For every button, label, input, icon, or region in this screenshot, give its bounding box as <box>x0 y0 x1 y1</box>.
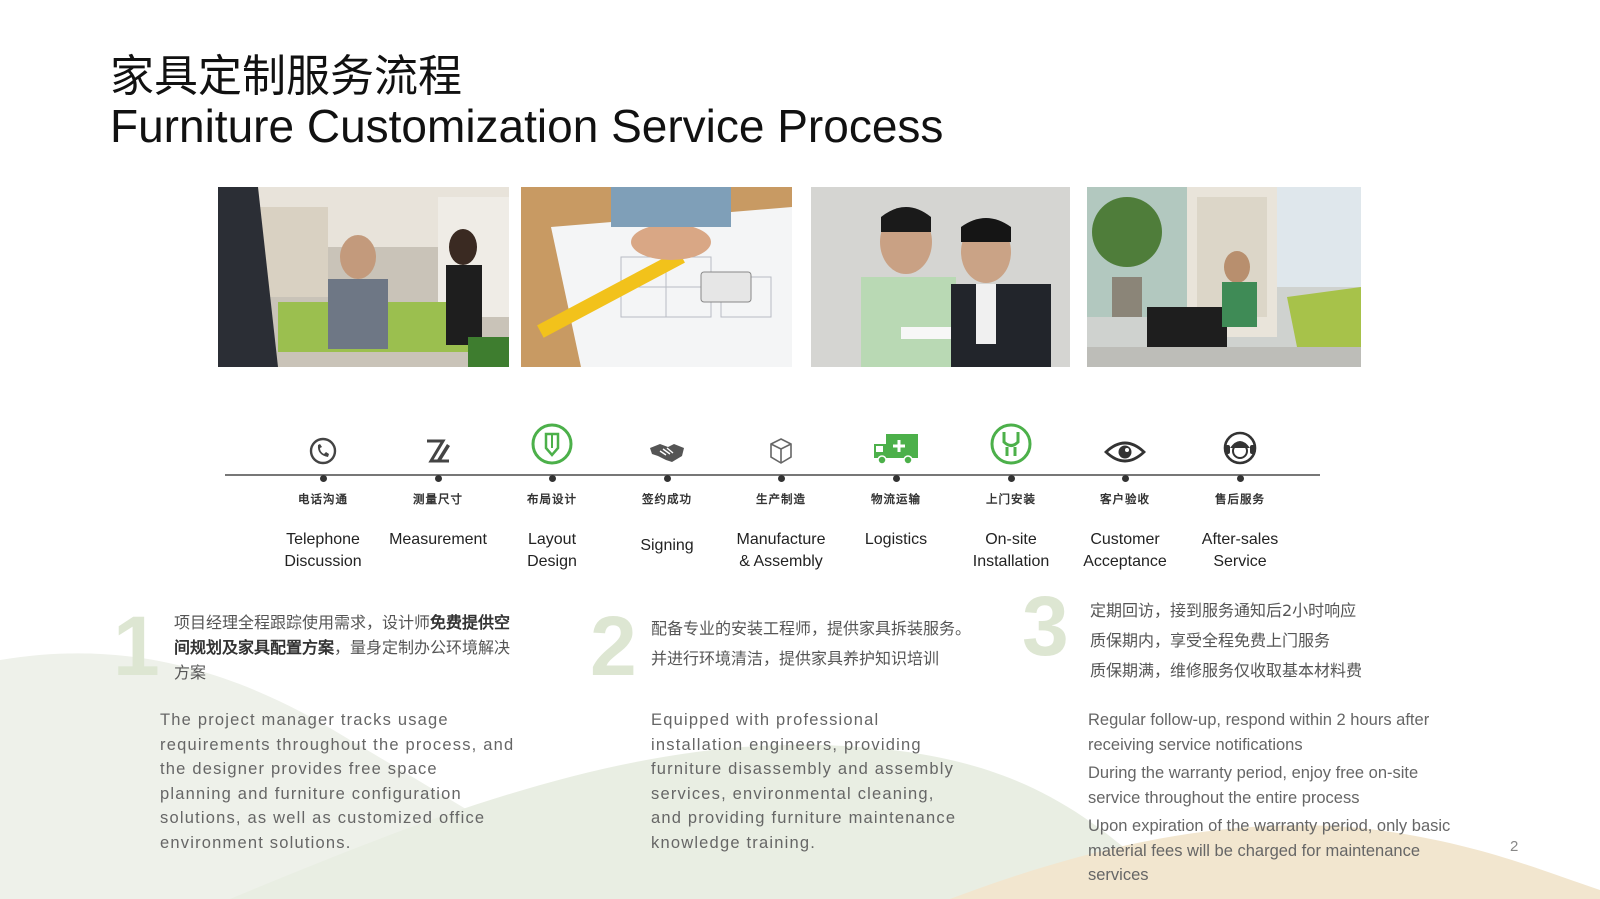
installation-photo <box>1087 187 1361 367</box>
section-1-en: The project manager tracks usage require… <box>160 711 515 852</box>
section-2-cn: 配备专业的安装工程师，提供家具拆装服务。 并进行环境清洁，提供家具养护知识培训 <box>651 616 991 676</box>
engineers-photo <box>811 187 1070 367</box>
section-2-cn-line: 并进行环境清洁，提供家具养护知识培训 <box>651 649 940 668</box>
step-after-sales: 售后服务 After-sales Service <box>1180 418 1300 573</box>
timeline-dot <box>663 475 671 482</box>
step-label-en: Customer Acceptance <box>1083 531 1167 570</box>
step-label-en: After-sales Service <box>1201 531 1279 570</box>
step-label-cn: 布局设计 <box>527 492 577 506</box>
step-manufacture: 生产制造 Manufacture & Assembly <box>721 418 841 573</box>
step-label-en: Signing <box>640 537 694 554</box>
step-label-cn: 签约成功 <box>642 492 692 506</box>
section-3-en: Regular follow-up, respond within 2 hour… <box>1088 708 1468 892</box>
section-1-cn-text-b: ，量身定制办公环境解决方案 <box>174 638 511 682</box>
timeline-dot <box>1007 475 1015 482</box>
section-3-cn-line: 质保期内，享受全程免费上门服务 <box>1090 631 1331 650</box>
step-signing: 签约成功 Signing <box>607 418 727 557</box>
title-en: Furniture Customization Service Process <box>110 100 944 153</box>
page-number: 2 <box>1510 838 1519 855</box>
handshake-icon <box>650 444 684 462</box>
step-acceptance: 客户验收 Customer Acceptance <box>1065 418 1185 573</box>
timeline-dot <box>1121 475 1129 482</box>
step-label-cn: 售后服务 <box>1215 492 1265 506</box>
box-icon <box>770 438 792 464</box>
timeline-dot <box>892 475 900 482</box>
headset-icon <box>1223 431 1257 465</box>
step-label-en: Manufacture & Assembly <box>736 531 826 570</box>
timeline-dot <box>319 475 327 482</box>
step-label-cn: 上门安装 <box>986 492 1036 506</box>
step-label-cn: 测量尺寸 <box>413 492 463 506</box>
wrench-icon <box>990 423 1032 465</box>
step-label-cn: 物流运输 <box>871 492 921 506</box>
step-label-en: Measurement <box>389 531 487 548</box>
section-number: 2 <box>590 599 637 693</box>
section-3-cn-line: 质保期满，维修服务仅收取基本材料费 <box>1090 661 1363 680</box>
page-title: 家具定制服务流程 Furniture Customization Service… <box>110 52 943 153</box>
section-2-en: Equipped with professional installation … <box>651 711 957 852</box>
section-3-en-para: Regular follow-up, respond within 2 hour… <box>1088 711 1430 754</box>
step-label-en: On-site Installation <box>972 531 1050 570</box>
process-timeline <box>225 474 1320 476</box>
ruler-icon <box>427 439 450 463</box>
section-3-cn-line: 定期回访，接到服务通知后2小时响应 <box>1090 601 1357 620</box>
step-telephone: 电话沟通 Telephone Discussion <box>263 418 383 573</box>
phone-icon <box>309 437 337 465</box>
consultation-photo <box>218 187 509 367</box>
step-installation: 上门安装 On-site Installation <box>951 418 1071 573</box>
step-label-en: Telephone Discussion <box>284 531 362 570</box>
section-3-en-para: Upon expiration of the warranty period, … <box>1088 817 1451 884</box>
step-label-cn: 生产制造 <box>756 492 806 506</box>
section-1-cn: 项目经理全程跟踪使用需求，设计师免费提供空间规划及家具配置方案，量身定制办公环境… <box>174 610 522 685</box>
title-zh: 家具定制服务流程 <box>110 51 462 102</box>
eye-icon <box>1104 441 1146 463</box>
section-2-cn-line: 配备专业的安装工程师，提供家具拆装服务。 <box>651 619 972 638</box>
step-logistics: 物流运输 Logistics <box>836 418 956 551</box>
step-label-en: Logistics <box>864 531 928 548</box>
step-label-en: Layout Design <box>527 531 577 570</box>
section-3-en-para: During the warranty period, enjoy free o… <box>1088 764 1419 807</box>
pencil-icon <box>531 423 573 465</box>
section-number: 3 <box>1022 579 1069 673</box>
section-1-cn-text-a: 项目经理全程跟踪使用需求，设计师 <box>174 613 431 632</box>
section-1-cn-bold: 免费提供空间规划及家具配置方案 <box>174 613 511 657</box>
section-3-cn: 定期回访，接到服务通知后2小时响应 质保期内，享受全程免费上门服务 质保期满，维… <box>1090 598 1430 688</box>
step-label-cn: 客户验收 <box>1100 492 1150 506</box>
timeline-dot <box>777 475 785 482</box>
step-measurement: 测量尺寸 Measurement <box>378 418 498 551</box>
step-layout: 布局设计 Layout Design <box>492 418 612 573</box>
blueprint-photo <box>521 187 792 367</box>
timeline-dot <box>434 475 442 482</box>
section-number: 1 <box>113 599 160 693</box>
timeline-dot <box>548 475 556 482</box>
truck-icon <box>874 434 918 465</box>
step-label-cn: 电话沟通 <box>298 492 348 506</box>
timeline-dot <box>1236 475 1244 482</box>
